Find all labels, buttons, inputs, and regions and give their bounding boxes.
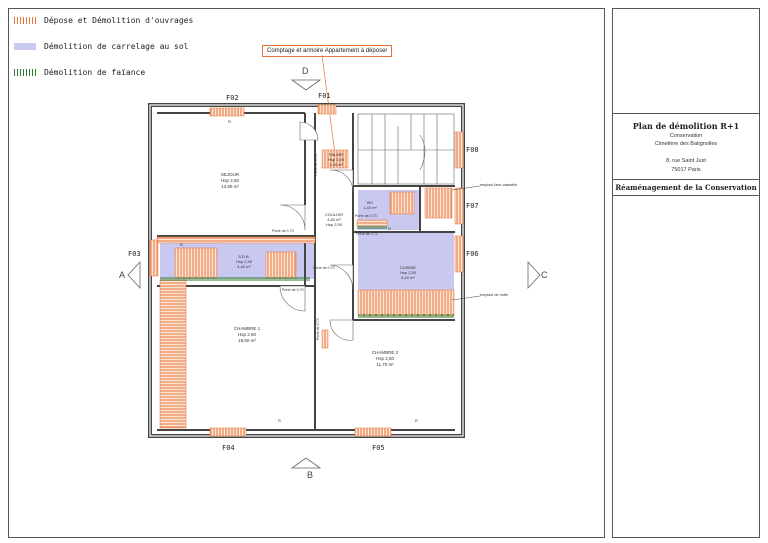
legend-label: Démolition de faïance — [44, 68, 146, 77]
legend-item-faience: Démolition de faïance — [14, 68, 145, 77]
legend-item-carrelage: Démolition de carrelage au sol — [14, 42, 189, 51]
client-line1: Conservation — [669, 133, 703, 139]
address-line2: 75017 Paris — [671, 167, 701, 173]
staircase — [357, 113, 455, 185]
project-title: Réaménagement de la Conservation — [615, 183, 757, 192]
section-markers — [127, 79, 541, 469]
client-line2: Cimetière des Batignolles — [654, 141, 718, 147]
legend-label: Démolition de carrelage au sol — [44, 42, 189, 51]
drawing-title: Plan de démolition R+1 — [632, 121, 740, 131]
faience-areas — [160, 226, 454, 318]
blue-fill-swatch — [14, 43, 36, 50]
green-hatch-swatch — [14, 69, 36, 76]
title-block: Plan de démolition R+1 Conservation Cime… — [612, 8, 760, 538]
orange-hatch-swatch — [14, 17, 36, 24]
callout-armoire: Comptage et armoire Appartement à dépose… — [262, 45, 393, 57]
legend-item-demolition: Dépose et Démolition d'ouvrages — [14, 16, 193, 25]
address-line1: 8, rue Saint Just — [666, 158, 706, 164]
door-swings — [279, 121, 354, 341]
legend-label: Dépose et Démolition d'ouvrages — [44, 16, 194, 25]
demolition-areas — [149, 104, 464, 437]
